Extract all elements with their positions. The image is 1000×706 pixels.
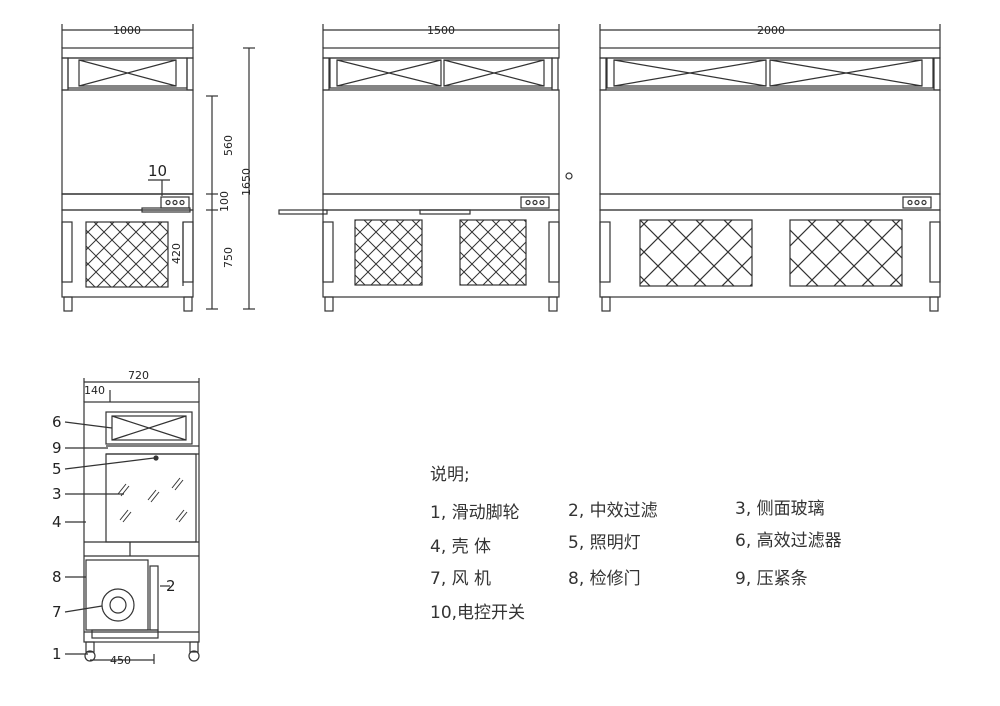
dim-450: 450 bbox=[110, 654, 131, 667]
legend-item-4: 4, 壳 体 bbox=[430, 537, 492, 557]
caster-wheel bbox=[183, 296, 193, 312]
dim-720: 720 bbox=[128, 369, 149, 382]
legend-item-5: 5, 照明灯 bbox=[568, 533, 641, 553]
control-panel bbox=[902, 196, 932, 209]
dim-750: 750 bbox=[222, 247, 235, 268]
dim-1000: 1000 bbox=[113, 24, 141, 37]
control-panel bbox=[160, 196, 190, 209]
callout-6: 6 bbox=[52, 413, 62, 431]
legend-item-8: 8, 检修门 bbox=[568, 569, 641, 589]
side-glass bbox=[105, 453, 197, 543]
callout-7: 7 bbox=[52, 603, 62, 621]
callout-3: 3 bbox=[52, 485, 62, 503]
legend-item-3: 3, 侧面玻璃 bbox=[735, 499, 825, 519]
callout-8: 8 bbox=[52, 568, 62, 586]
side-knob bbox=[565, 172, 573, 180]
callout-4: 4 bbox=[52, 513, 62, 531]
dim-1650: 1650 bbox=[240, 168, 253, 196]
front-view-1500 bbox=[278, 24, 573, 312]
front-view-1000 bbox=[61, 24, 255, 312]
callout-9: 9 bbox=[52, 439, 62, 457]
legend-item-7: 7, 风 机 bbox=[430, 569, 492, 589]
dim-2000: 2000 bbox=[757, 24, 785, 37]
side-hepa bbox=[105, 411, 193, 445]
caster-wheel bbox=[63, 296, 73, 312]
fan-wheel bbox=[101, 588, 135, 622]
legend-item-2: 2, 中效过滤 bbox=[568, 501, 658, 521]
legend-item-1: 1, 滑动脚轮 bbox=[430, 503, 520, 523]
callout-1: 1 bbox=[52, 645, 62, 663]
front-glass bbox=[61, 89, 194, 195]
top-cap bbox=[61, 47, 194, 59]
caster-wheel bbox=[188, 650, 200, 662]
legend: 说明; 1, 滑动脚轮 2, 中效过滤 3, 侧面玻璃 4, 壳 体 5, 照明… bbox=[430, 460, 900, 630]
dim-1500: 1500 bbox=[427, 24, 455, 37]
dim-560: 560 bbox=[222, 135, 235, 156]
dim-140: 140 bbox=[84, 384, 105, 397]
mesh-panel bbox=[85, 221, 169, 288]
side-view bbox=[64, 378, 200, 664]
callout-2: 2 bbox=[166, 577, 176, 595]
legend-item-10: 10,电控开关 bbox=[430, 603, 526, 623]
caster-wheel bbox=[84, 650, 96, 662]
legend-heading: 说明; bbox=[430, 465, 470, 485]
dim-100: 100 bbox=[218, 191, 231, 212]
fan-housing bbox=[85, 559, 149, 631]
front-view-2000 bbox=[599, 24, 941, 312]
dim-420: 420 bbox=[170, 243, 183, 264]
callout-5: 5 bbox=[52, 460, 62, 478]
control-panel bbox=[520, 196, 550, 209]
medium-filter bbox=[149, 565, 159, 631]
slide-tray bbox=[278, 209, 328, 215]
legend-item-9: 9, 压紧条 bbox=[735, 569, 808, 589]
callout-10: 10 bbox=[148, 162, 167, 180]
legend-item-6: 6, 高效过滤器 bbox=[735, 531, 842, 551]
